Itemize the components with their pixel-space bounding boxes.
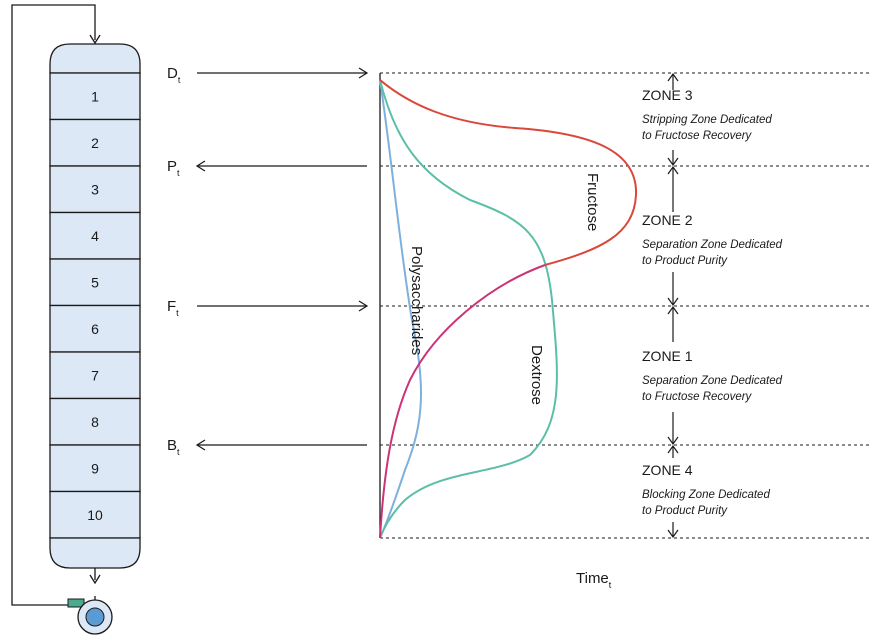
stream-label-f: Ft [167, 298, 179, 318]
pump [67, 598, 113, 635]
zone-description-line2: to Fructose Recovery [642, 130, 753, 142]
fructose-label: Fructose [584, 173, 601, 231]
stream-subscript: t [177, 447, 180, 457]
polysaccharides-label: Polysaccharides [408, 246, 425, 355]
zone-title: ZONE 2 [642, 212, 693, 228]
stream-label-b: Bt [167, 437, 180, 457]
zone2-arrowhead-up [667, 165, 679, 175]
zone-description-line1: Separation Zone Dedicated [642, 239, 783, 251]
stream-name: D [167, 65, 178, 82]
pump-valve [67, 598, 85, 608]
polysaccharides-curve [379, 79, 423, 539]
stream-label-p: Pt [167, 158, 180, 178]
pump-impeller [85, 607, 105, 627]
zone1-arrowhead-up [667, 305, 679, 315]
column: 1 2 3 4 5 6 7 8 9 10 [49, 43, 141, 569]
stream-subscript: t [178, 75, 181, 85]
segment-number: 8 [91, 414, 99, 430]
stream-name: F [167, 298, 176, 315]
zone-title: ZONE 3 [642, 87, 693, 103]
zone1-arrowhead-down [667, 436, 679, 446]
column-segment [49, 351, 141, 400]
stream-arrowhead [358, 67, 369, 79]
zone-description-line2: to Product Purity [642, 255, 728, 267]
zone-boundaries [380, 72, 869, 539]
column-segment [49, 165, 141, 214]
column-segment [49, 258, 141, 307]
segment-number: 4 [91, 228, 99, 244]
column-segment [49, 118, 141, 167]
stream-arrowhead [358, 300, 369, 312]
zone-description-line1: Blocking Zone Dedicated [642, 489, 770, 501]
dextrose-label: Dextrose [528, 345, 545, 405]
zone-extent-arrows [667, 72, 679, 539]
dextrose-curve [379, 79, 558, 539]
zone-description-line1: Separation Zone Dedicated [642, 375, 783, 387]
fructose-curve [379, 79, 638, 266]
zone-description-line2: to Product Purity [642, 505, 728, 517]
stream-arrowhead [195, 160, 206, 172]
zone-title: ZONE 4 [642, 462, 693, 478]
zone2-arrowhead-down [667, 297, 679, 307]
zone4-arrowhead-up [667, 444, 679, 454]
column-segment [49, 211, 141, 260]
column-outlet-arrowhead [89, 574, 101, 585]
stream-subscript: t [177, 168, 180, 178]
segment-number: 9 [91, 460, 99, 476]
stream-name: B [167, 437, 177, 454]
zone-title: ZONE 1 [642, 348, 693, 364]
stream-arrowhead [195, 439, 206, 451]
zone4-arrowhead-down [667, 529, 679, 539]
segment-number: 7 [91, 367, 99, 383]
segment-number: 6 [91, 321, 99, 337]
zone-description-line1: Stripping Zone Dedicated [642, 114, 772, 126]
stream-subscript: t [176, 308, 179, 318]
zone-description-line2: to Fructose Recovery [642, 391, 753, 403]
time-axis-label: Timet [576, 570, 612, 590]
zone3-arrowhead-up [667, 72, 679, 82]
zone3-arrowhead-down [667, 157, 679, 167]
stream-name: P [167, 158, 177, 175]
stream-label-d: Dt [167, 65, 181, 85]
segment-number: 10 [87, 507, 103, 523]
recycle-loop-arrowhead [89, 34, 101, 45]
profile-curves [379, 79, 638, 539]
column-top-cap [49, 43, 141, 74]
segment-number: 5 [91, 274, 99, 290]
column-segment [49, 72, 141, 121]
column-segment [49, 304, 141, 353]
fructose-curve-tail [379, 264, 546, 539]
segment-number: 3 [91, 181, 99, 197]
segment-number: 2 [91, 135, 99, 151]
column-bottom-cap [49, 537, 141, 569]
segment-number: 1 [91, 88, 99, 104]
